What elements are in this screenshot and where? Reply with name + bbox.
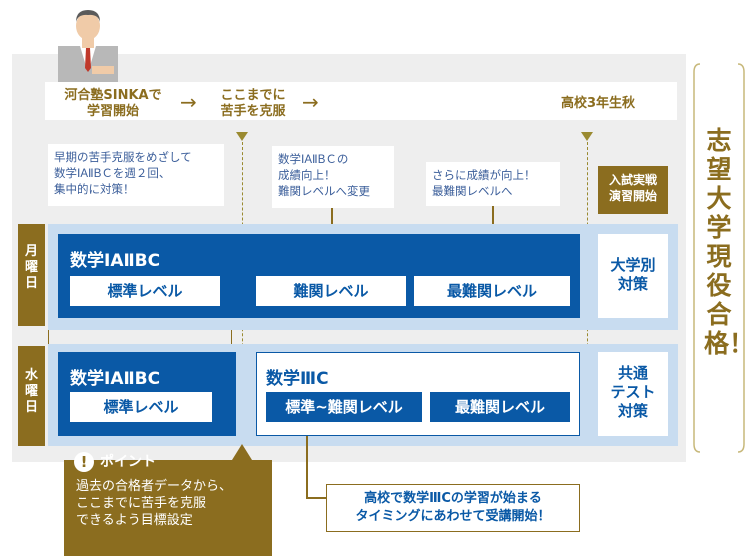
student-illustration-icon — [58, 10, 118, 82]
goal-text: 志望大学現役合格！ — [704, 126, 750, 358]
callout-grade-up: 数学ⅠAⅡBＣの 成績向上！ 難関レベルへ変更 — [272, 146, 394, 208]
point-body: 過去の合格者データから、 ここまでに苦手を克服 できるよう目標設定 — [76, 479, 233, 528]
exam-practice-label: 入試実戦 演習開始 — [598, 166, 668, 214]
monday-university-prep: 大学別 対策 — [598, 234, 668, 318]
day-label-monday: 月 曜 日 — [18, 224, 45, 326]
wednesday-level-standard: 標準レベル — [70, 392, 212, 422]
wednesday-level-most-difficult: 最難関レベル — [430, 392, 570, 422]
monday-level-difficult: 難関レベル — [256, 276, 406, 306]
monday-level-standard: 標準レベル — [70, 276, 220, 306]
point-box: ! ポイント 過去の合格者データから、 ここまでに苦手を克服 できるよう目標設定 — [64, 452, 272, 556]
callout-further-up: さらに成績が向上！ 最難関レベルへ — [426, 162, 560, 206]
connector-line — [306, 436, 308, 498]
timeline-start: 河合塾SINKAで 学習開始 — [64, 88, 162, 119]
point-pointer-icon — [232, 444, 252, 460]
timeline-marker-icon — [236, 132, 248, 141]
callout-early-start: 早期の苦手克服をめざして 数学ⅠAⅡBＣを週２回、 集中的に対策！ — [48, 144, 224, 206]
connector-line — [306, 497, 326, 499]
timeline-arrow-icon: → — [302, 90, 319, 114]
point-title: ポイント — [100, 453, 156, 470]
alert-icon: ! — [74, 452, 94, 472]
day-label-wednesday: 水 曜 日 — [18, 346, 45, 446]
monday-level-most-difficult: 最難関レベル — [414, 276, 570, 306]
wednesday-subject-title-2: 数学ⅢC — [266, 369, 329, 389]
wednesday-common-test-prep: 共通 テスト 対策 — [598, 352, 668, 436]
timeline-arrow-icon: → — [180, 90, 197, 114]
timeline-end: 高校3年生秋 — [560, 96, 636, 111]
timeline-bar — [45, 82, 677, 120]
timeline-marker-icon — [581, 132, 593, 141]
monday-subject-title: 数学ⅠAⅡBC — [70, 251, 161, 271]
goal-bracket-icon — [693, 63, 745, 453]
bottom-callout: 高校で数学ⅢCの学習が始まる タイミングにあわせて受講開始！ — [326, 484, 580, 532]
timeline-middle: ここまでに 苦手を克服 — [220, 88, 286, 119]
wednesday-level-standard-difficult: 標準~難関レベル — [266, 392, 422, 422]
wednesday-subject-title-1: 数学ⅠAⅡBC — [70, 369, 161, 389]
